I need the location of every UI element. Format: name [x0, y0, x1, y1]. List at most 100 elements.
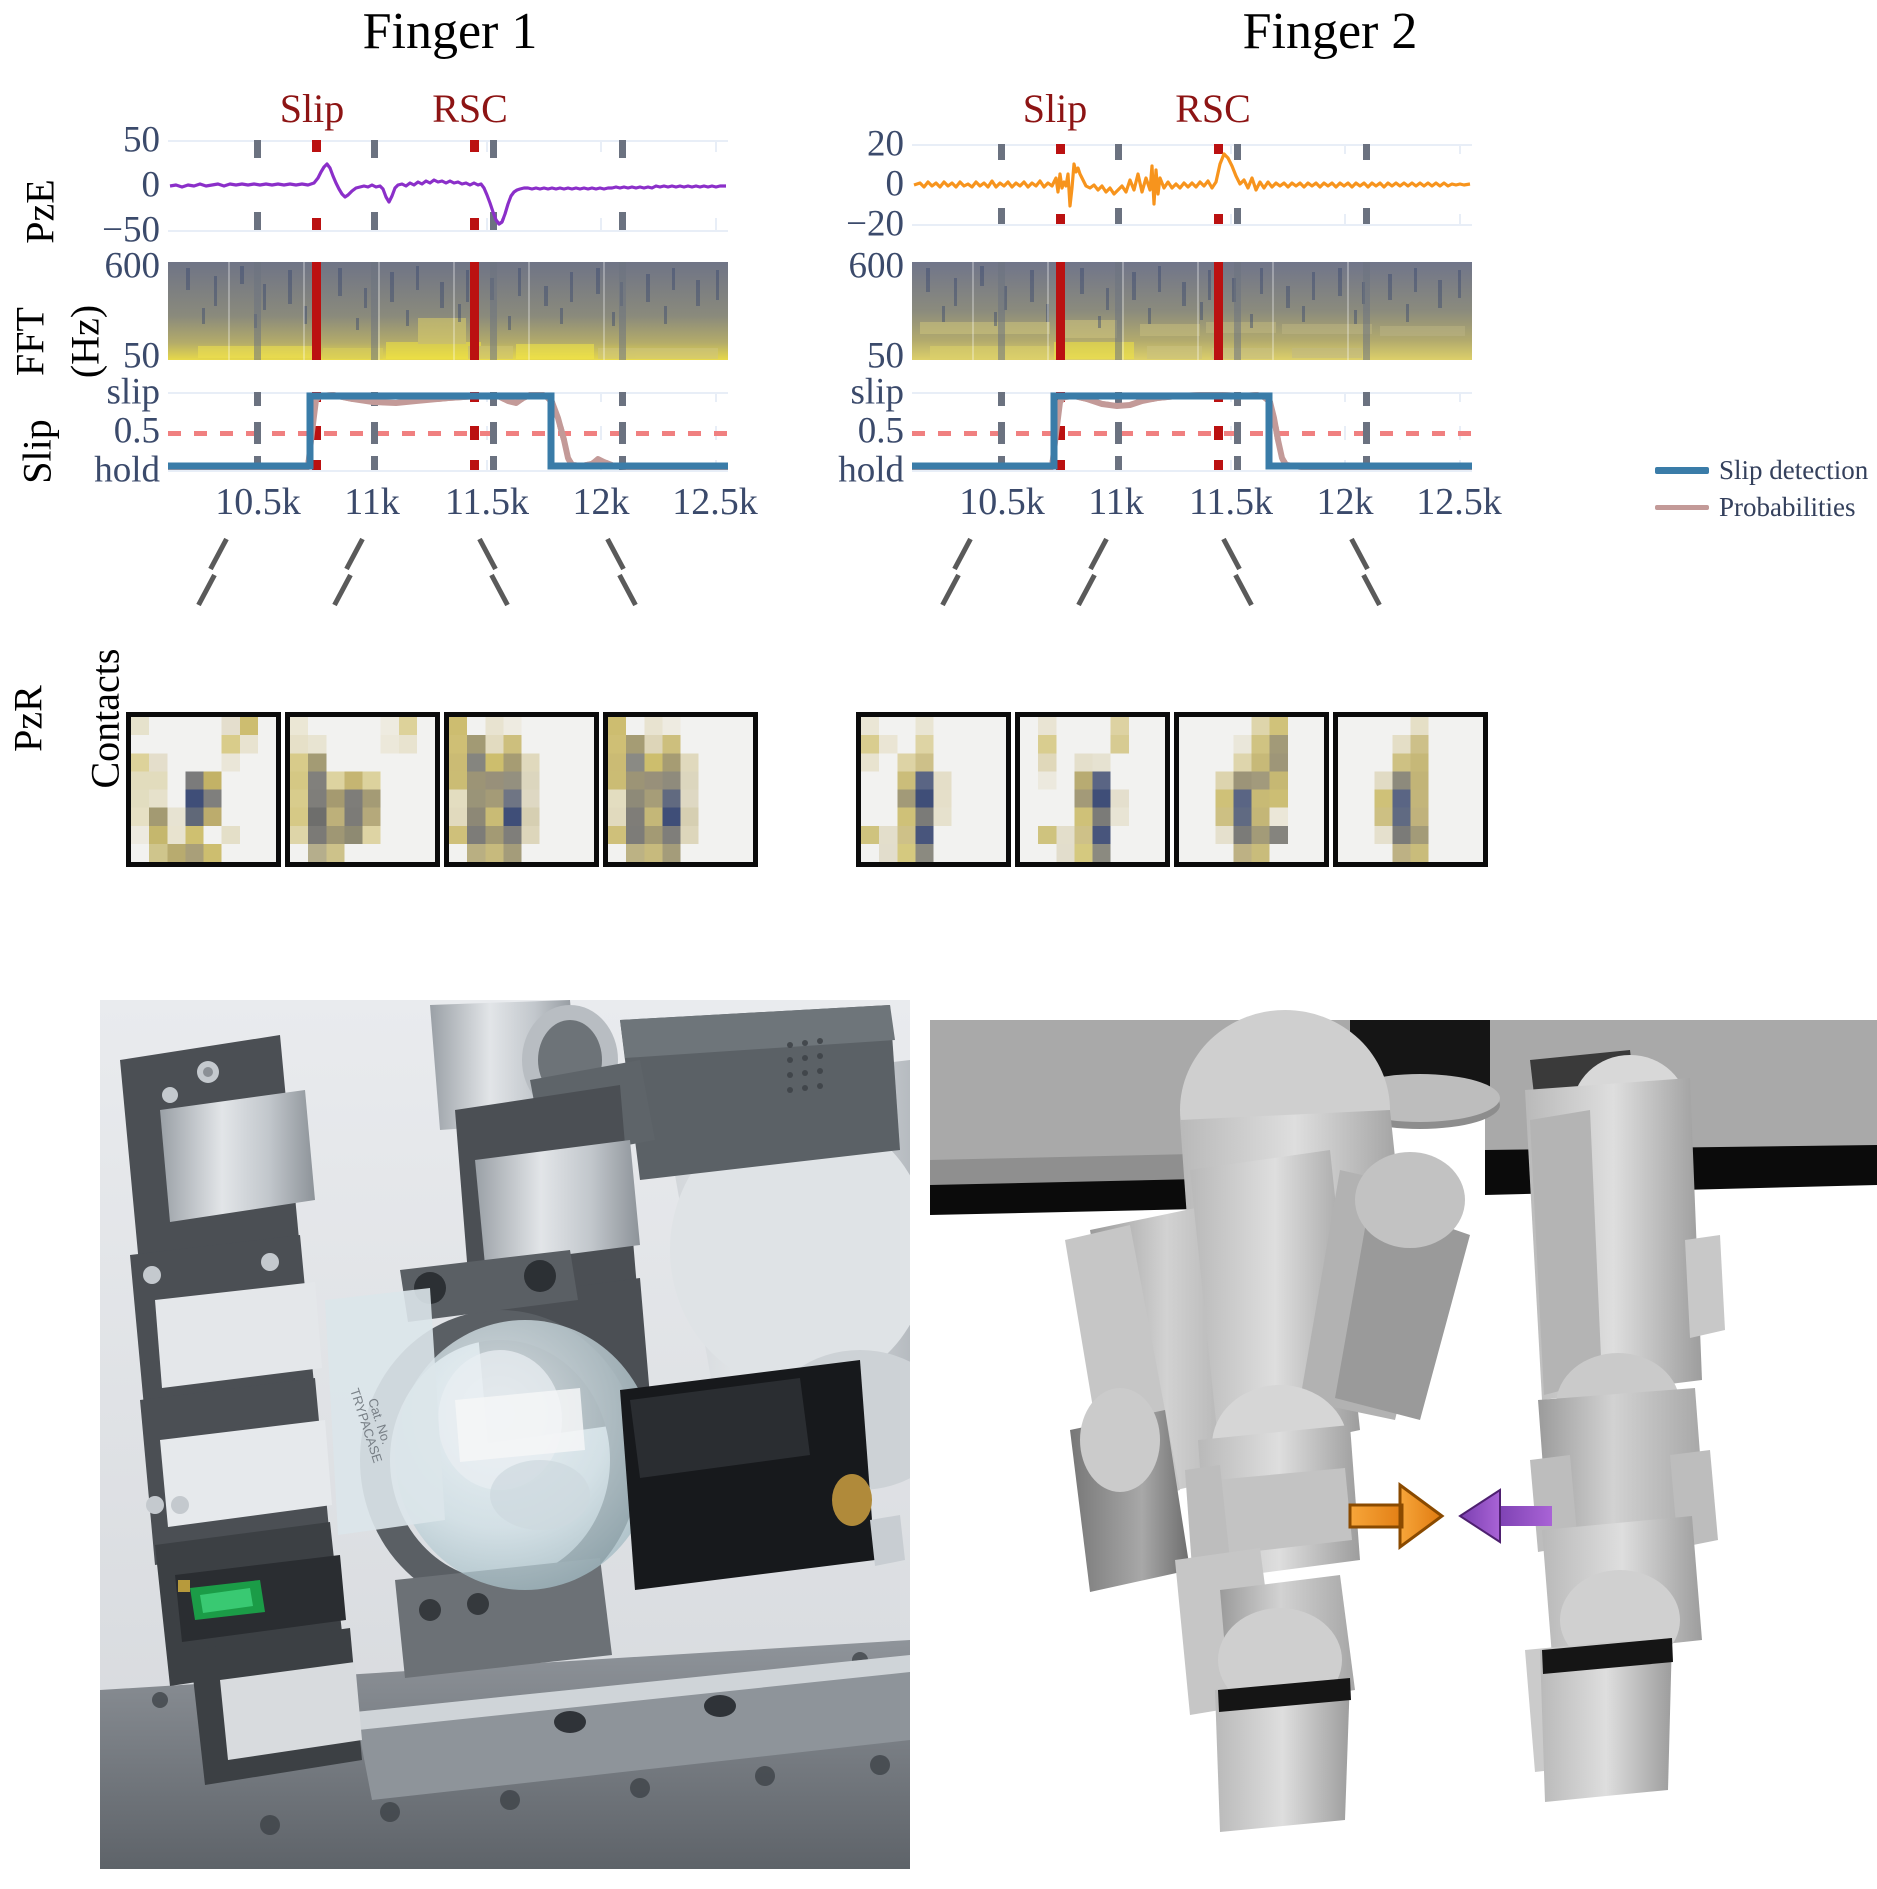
finger1-force-arrow — [1348, 1482, 1445, 1550]
ytick-f1-pze-50: 50 — [123, 119, 160, 161]
spectrogram-image-f2 — [912, 262, 1472, 360]
gridline — [168, 230, 728, 232]
contact-tile-f1-1[interactable] — [126, 712, 281, 867]
leader-line — [1233, 573, 1254, 607]
leader-line — [605, 537, 626, 571]
xtick-f2-2: 11.5k — [1188, 481, 1274, 523]
leader-line — [1088, 537, 1109, 571]
row-label-pzr: PzR — [5, 685, 51, 752]
ytick-f2-slip-slip: slip — [850, 371, 904, 413]
contact-tile-f2-4[interactable] — [1333, 712, 1488, 867]
ytick-f2-slip-05: 0.5 — [857, 410, 904, 452]
xtick-f1-3: 12k — [572, 481, 630, 523]
chart-finger2-slip: slip 0.5 hold — [838, 372, 1472, 491]
contact-marker — [490, 262, 497, 360]
gridline — [168, 470, 728, 472]
event-marker-slip — [1055, 392, 1065, 470]
leader-line — [196, 573, 217, 607]
panel-title-finger1: Finger 1 — [362, 3, 538, 60]
spectrogram-image-f1 — [168, 262, 728, 360]
chart-finger1-slip: slip 0.5 hold — [94, 372, 728, 491]
panel-title-finger2: Finger 2 — [1242, 3, 1418, 60]
gridline — [912, 224, 1472, 226]
leader-line — [489, 573, 510, 607]
contact-marker — [998, 262, 1006, 360]
contact-heatmap — [608, 717, 753, 862]
signal-trace-f1-pze-top — [169, 162, 726, 226]
legend-label-slip-detection: Slip detection — [1719, 455, 1869, 485]
leader-line — [208, 537, 229, 571]
leader-line — [617, 573, 638, 607]
finger2-force-arrow — [1458, 1488, 1552, 1544]
xtick-f2-4: 12.5k — [1416, 481, 1502, 523]
xtick-f2-3: 12k — [1316, 481, 1374, 523]
event-marker-slip — [1055, 262, 1065, 360]
ytick-f1-fft-600: 600 — [104, 245, 161, 287]
leader-line — [477, 537, 498, 571]
ytick-f2-fft-50: 50 — [867, 335, 904, 377]
leader-line — [940, 573, 961, 607]
ytick-f1-pze-neg50: −50 — [102, 209, 160, 251]
leader-line — [952, 537, 973, 571]
leader-line — [1361, 573, 1382, 607]
contact-tile-f1-3[interactable] — [444, 712, 599, 867]
event-marker-slip — [311, 262, 321, 360]
contact-marker — [1114, 262, 1122, 360]
contact-tile-f1-2[interactable] — [285, 712, 440, 867]
photo-robot-gripper-setup: TRYPACASE Cat. No. — [100, 1000, 910, 1869]
leader-line — [1076, 573, 1097, 607]
chart-finger1-fft: 600 50 — [105, 246, 728, 377]
event-label-rsc-f2: RSC — [1175, 86, 1251, 131]
xtick-f2-1: 11k — [1088, 481, 1144, 523]
cad-render-two-fingers — [930, 1000, 1877, 1889]
gridline — [912, 470, 1472, 472]
ytick-f2-slip-hold: hold — [838, 449, 904, 491]
contact-marker — [1363, 262, 1371, 360]
ytick-f2-pze-0: 0 — [885, 163, 905, 205]
contact-tile-f2-1[interactable] — [856, 712, 1011, 867]
contact-marker — [998, 392, 1006, 470]
leader-line — [332, 573, 353, 607]
contact-marker — [1114, 392, 1122, 470]
contact-heatmap — [1338, 717, 1483, 862]
xtick-f1-4: 12.5k — [672, 481, 758, 523]
legend-swatch-slip-detection — [1655, 467, 1709, 474]
ytick-f2-pze-neg20: −20 — [846, 203, 904, 245]
event-label-rsc-f1: RSC — [432, 86, 508, 131]
xtick-f2-0: 10.5k — [959, 481, 1045, 523]
contact-tile-f2-3[interactable] — [1174, 712, 1329, 867]
contact-tile-f2-2[interactable] — [1015, 712, 1170, 867]
legend-item-slip-detection: Slip detection — [1655, 455, 1868, 486]
event-label-slip-f1: Slip — [279, 86, 345, 131]
contact-tile-f1-4[interactable] — [603, 712, 758, 867]
contact-marker — [1363, 392, 1371, 470]
contact-marker — [619, 392, 627, 470]
contact-marker — [254, 392, 262, 470]
contact-heatmap — [290, 717, 435, 862]
threshold-line — [912, 431, 1472, 436]
xtick-f1-0: 10.5k — [215, 481, 301, 523]
event-marker-rsc — [1214, 262, 1224, 360]
contact-marker — [1234, 262, 1241, 360]
series-f1-slip-detection-top — [168, 392, 728, 470]
row-label-contacts: Contacts — [82, 648, 128, 789]
legend: Slip detection Probabilities — [1655, 455, 1868, 529]
contact-marker — [619, 262, 627, 360]
ytick-f2-fft-600: 600 — [848, 245, 905, 287]
chart-finger1-pze: 50 0 −50 — [102, 120, 728, 251]
ytick-f1-pze-0: 0 — [141, 164, 161, 206]
xtick-f1-1: 11k — [344, 481, 400, 523]
leader-line — [1349, 537, 1370, 571]
ytick-f1-slip-05: 0.5 — [113, 410, 160, 452]
event-marker-rsc — [470, 262, 480, 360]
ytick-f2-pze-20: 20 — [867, 123, 904, 165]
contact-marker — [490, 392, 497, 470]
contact-heatmap — [861, 717, 1006, 862]
gridline — [168, 140, 728, 142]
ytick-f1-slip-hold: hold — [94, 449, 160, 491]
leader-line — [344, 537, 365, 571]
contact-marker — [254, 262, 262, 360]
contact-marker — [370, 262, 378, 360]
gridline — [912, 144, 1472, 146]
contact-marker — [370, 392, 378, 470]
